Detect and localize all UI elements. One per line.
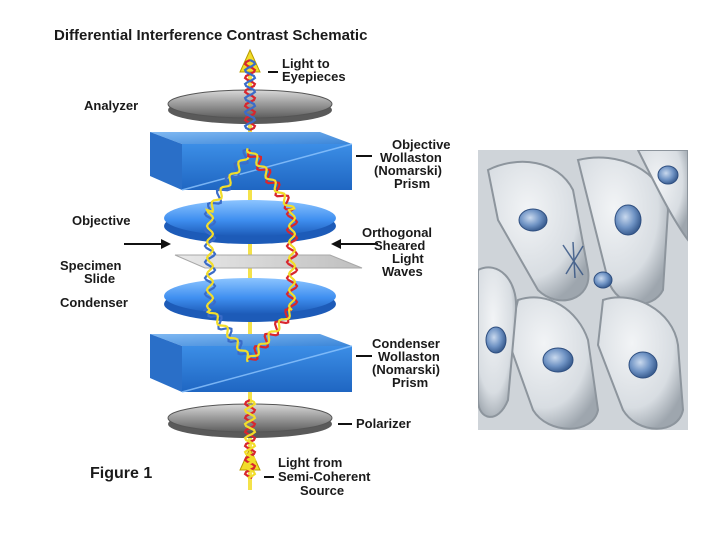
specimen-slide: [175, 255, 362, 268]
condenser-wollaston-prism: [150, 334, 352, 392]
svg-text:Prism: Prism: [392, 375, 428, 390]
svg-text:Polarizer: Polarizer: [356, 416, 411, 431]
objective-wollaston-prism: [150, 132, 352, 190]
condenser-lens: [164, 278, 336, 322]
svg-text:Prism: Prism: [394, 176, 430, 191]
svg-text:Source: Source: [300, 483, 344, 498]
svg-text:Light from: Light from: [278, 455, 342, 470]
objective-prism-label: Objective Wollaston (Nomarski) Prism: [356, 137, 451, 191]
objective-label: Objective: [72, 213, 131, 228]
objective-lens: [164, 200, 336, 244]
sheared-waves-label: Orthogonal Sheared Light Waves: [336, 225, 432, 279]
svg-text:Slide: Slide: [84, 271, 115, 286]
svg-text:Waves: Waves: [382, 264, 423, 279]
eyepieces-label: Light to Eyepieces: [268, 56, 346, 84]
polarizer-label: Polarizer: [338, 416, 411, 431]
specimen-label: Specimen Slide: [60, 258, 121, 286]
diagram-title: Differential Interference Contrast Schem…: [54, 27, 367, 44]
condenser-prism-label: Condenser Wollaston (Nomarski) Prism: [356, 336, 440, 390]
svg-text:Eyepieces: Eyepieces: [282, 69, 346, 84]
dic-micrograph-image: [478, 150, 688, 430]
svg-text:Semi-Coherent: Semi-Coherent: [278, 469, 371, 484]
condenser-label: Condenser: [60, 295, 128, 310]
analyzer-label: Analyzer: [84, 98, 138, 113]
source-label: Light from Semi-Coherent Source: [264, 455, 371, 498]
figure-label: Figure 1: [90, 465, 152, 482]
